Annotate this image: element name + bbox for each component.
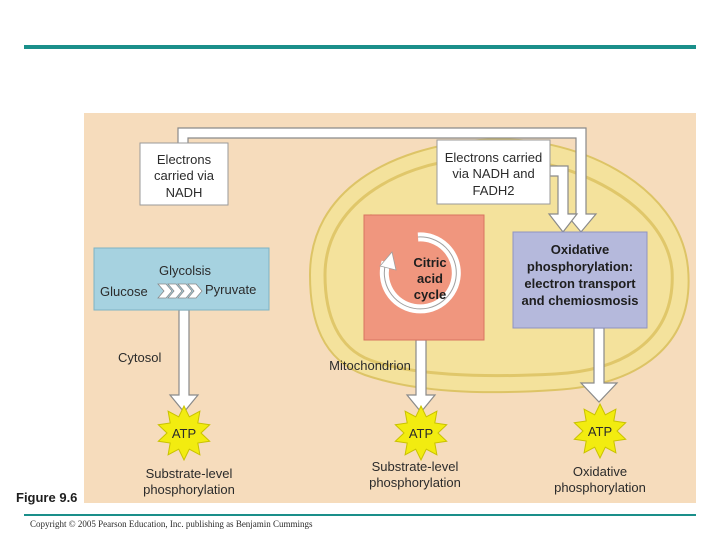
glucose-label: Glucose (100, 284, 148, 299)
pyruvate-label: Pyruvate (205, 282, 257, 297)
atp-caption-3: Oxidative phosphorylation (554, 464, 646, 495)
mitochondrion-label: Mitochondrion (329, 358, 411, 373)
citric-acid-cycle-label: Citric acid cycle (413, 255, 447, 302)
atp-bursts (157, 402, 627, 462)
figure-label: Figure 9.6 (16, 490, 78, 505)
atp-label-2: ATP (408, 426, 434, 441)
citric-down-arrow (405, 339, 437, 413)
oxidative-box (512, 231, 648, 329)
electrons-right-label: Electrons carried via NADH and FADH2 (444, 150, 543, 198)
right-label-arrow (547, 165, 579, 233)
copyright-text: Copyright © 2005 Pearson Education, Inc.… (30, 519, 313, 529)
electrons-right-box (436, 139, 551, 205)
cycle-circle-arrow (379, 232, 461, 314)
cytosol-label: Cytosol (118, 350, 162, 365)
glycolysis-box (93, 247, 270, 311)
bottom-rule (24, 514, 696, 516)
top-accent-rule (24, 45, 696, 49)
atp-caption-1: Substrate-level phosphorylation (143, 466, 235, 497)
atp-label-1: ATP (171, 426, 197, 441)
glycolysis-down-arrow (168, 309, 200, 413)
oxidative-phosphorylation-label: Oxidative phosphorylation: electron tran… (521, 242, 639, 308)
mitochondrion-inner-membrane (323, 155, 674, 378)
atp-label-3: ATP (587, 424, 613, 439)
glycolysis-title: Glycolsis (158, 263, 211, 278)
oxidative-down-arrow (579, 327, 619, 403)
electrons-left-box (139, 142, 229, 206)
electrons-left-label: Electrons carried via NADH (154, 152, 214, 200)
atp-caption-2: Substrate-level phosphorylation (369, 459, 461, 490)
glycolysis-chevron-arrows (157, 283, 203, 299)
